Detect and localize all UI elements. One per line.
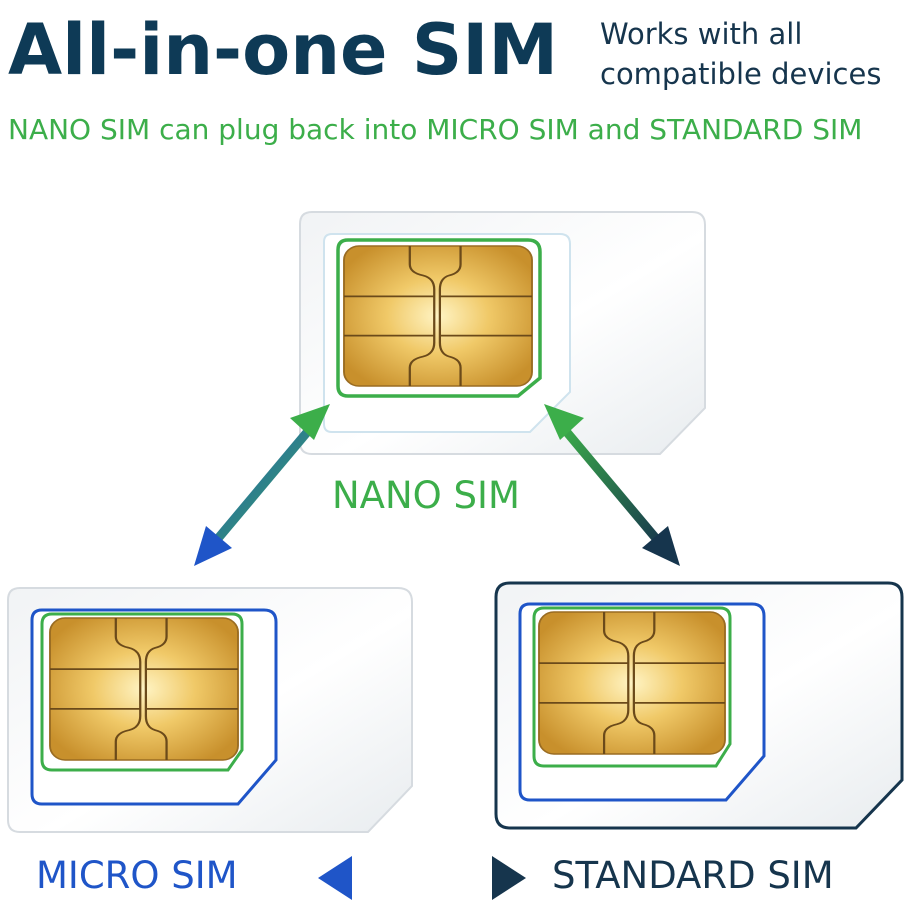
standard-sim-label: STANDARD SIM xyxy=(552,854,834,897)
double-arrow-icon xyxy=(544,404,680,566)
micro-sim-card xyxy=(7,587,413,833)
standard-sim-card xyxy=(494,581,904,830)
page-title: All-in-one SIM xyxy=(8,9,558,91)
sim-chip-icon xyxy=(48,616,240,762)
sim-chip-icon xyxy=(342,244,534,388)
double-arrow-icon xyxy=(194,404,330,566)
double-arrow-icon xyxy=(318,856,526,900)
nano-sim-card xyxy=(299,211,706,455)
tagline: Works with all compatible devices xyxy=(600,14,881,94)
micro-sim-label: MICRO SIM xyxy=(36,854,238,897)
nano-sim-label: NANO SIM xyxy=(332,474,520,517)
subtitle: NANO SIM can plug back into MICRO SIM an… xyxy=(8,113,863,146)
sim-chip-icon xyxy=(537,610,727,756)
tagline-line-2: compatible devices xyxy=(600,57,882,91)
tagline-line-1: Works with all xyxy=(600,17,803,51)
